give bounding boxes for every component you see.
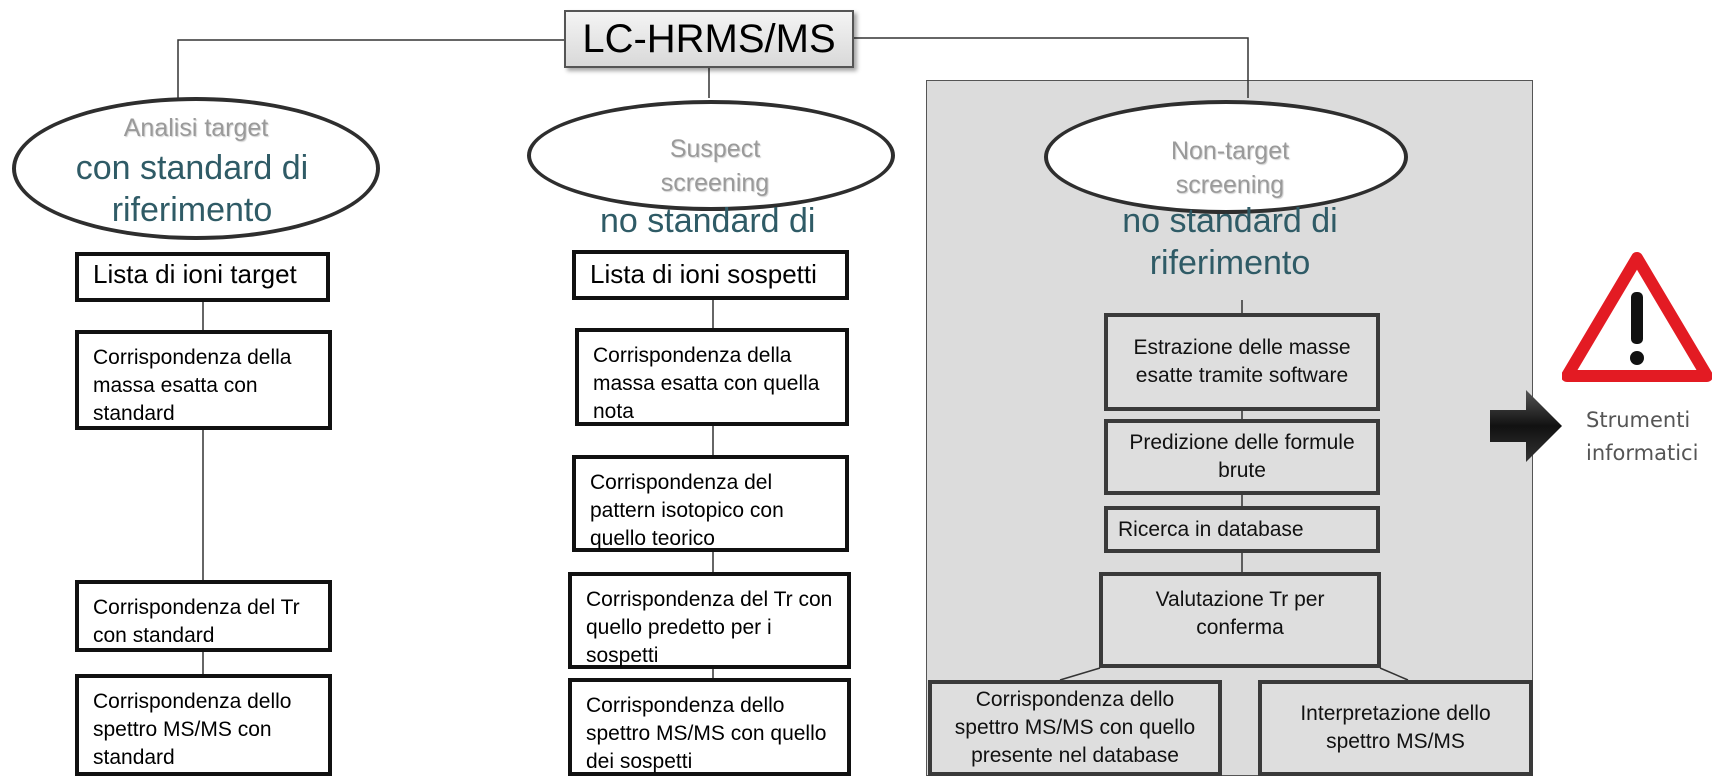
suspect-step-4: Corrispondenza del Tr con quello predett… [568, 572, 851, 669]
branch-suspect-subtitle: no standard di riferimento [600, 202, 820, 240]
nontarget-step-6: Interpretazione dello spettro MS/MS [1258, 680, 1533, 776]
root-label: LC-HRMS/MS [582, 16, 836, 61]
nontarget-step-4: Valutazione Tr per conferma [1099, 572, 1381, 668]
arrow-right-icon [1490, 390, 1562, 462]
nontarget-step-5: Corrispondenza dello spettro MS/MS con q… [928, 680, 1222, 776]
target-step-1: Lista di ioni target [75, 252, 330, 302]
branch-suspect-ellipse: Suspect screening [527, 100, 895, 211]
suspect-step-5: Corrispondenza dello spettro MS/MS con q… [568, 678, 851, 776]
branch-target-subtitle: con standard di riferimento [75, 149, 309, 229]
connector-n4a [1059, 667, 1101, 681]
branch-target-ellipse: Analisi target con standard di riferimen… [12, 97, 380, 240]
branch-target-title: Analisi target [123, 114, 269, 142]
target-step-3: Corrispondenza del Tr con standard [75, 580, 332, 652]
nontarget-step-2: Predizione delle formule brute [1104, 419, 1380, 495]
suspect-step-3: Corrispondenza del pattern isotopico con… [572, 455, 849, 552]
nontarget-step-1: Estrazione delle masse esatte tramite so… [1104, 313, 1380, 411]
branch-nontarget-ellipse: Non-target screening [1044, 100, 1408, 214]
nontarget-step-3: Ricerca in database [1104, 506, 1380, 553]
target-step-4: Corrispondenza dello spettro MS/MS con s… [75, 674, 332, 776]
root-node: LC-HRMS/MS [564, 10, 854, 68]
warning-icon [1562, 252, 1712, 382]
connector-root-target [177, 39, 564, 98]
connector-root-nontarget [854, 37, 1249, 98]
suspect-step-1: Lista di ioni sospetti [572, 250, 849, 300]
connector-n4b [1379, 667, 1409, 681]
suspect-step-2: Corrispondenza della massa esatta con qu… [575, 328, 849, 426]
branch-nontarget-subtitle: no standard di riferimento [1122, 202, 1338, 282]
branch-suspect-title: Suspect screening [660, 135, 770, 197]
target-step-2: Corrispondenza della massa esatta con st… [75, 330, 332, 430]
branch-nontarget-title: Non-target screening [1170, 137, 1290, 199]
side-note-label: Strumenti informatici [1586, 408, 1699, 465]
